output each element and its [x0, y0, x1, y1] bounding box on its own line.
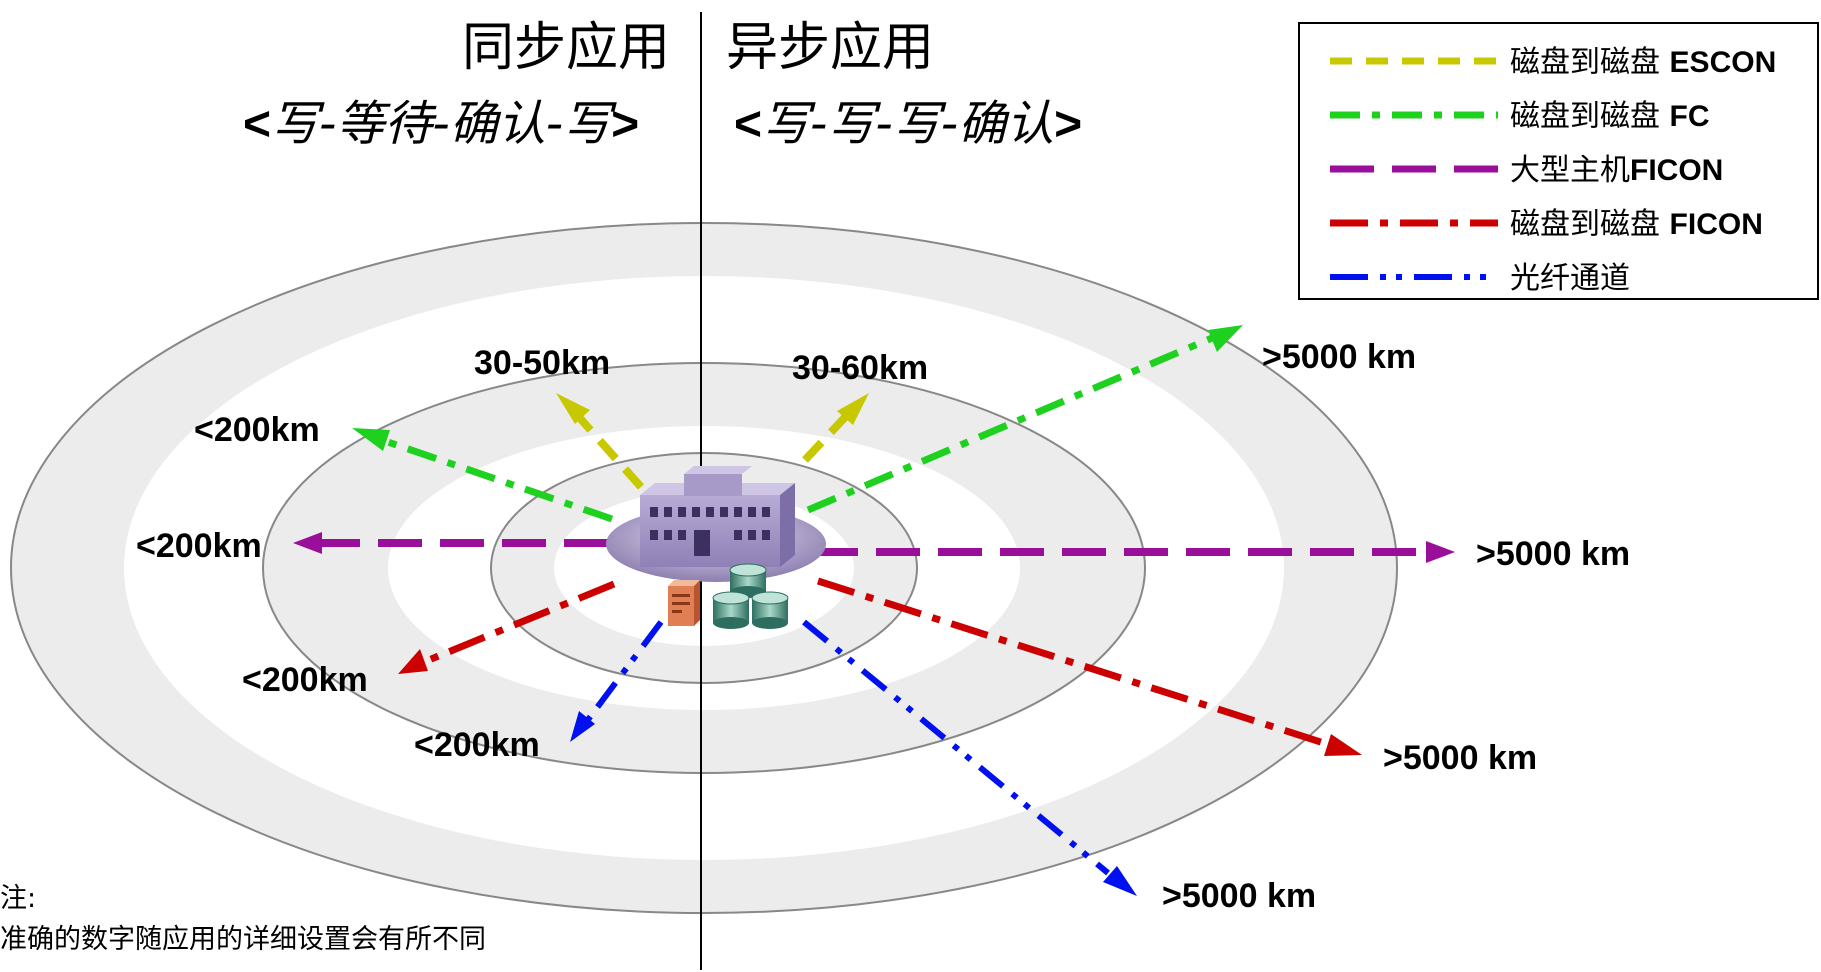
arrow-sync-fibre — [570, 620, 664, 742]
async-subtitle: <写-写-写-确认> — [734, 94, 1082, 155]
legend-item-ficon-mainframe: 大型主机FICON — [1300, 144, 1817, 194]
legend-swatch-dash-icon — [1330, 57, 1498, 65]
async-sub-part: 确认 — [958, 96, 1055, 152]
sync-title: 同步应用 — [462, 18, 671, 78]
async-title: 异步应用 — [726, 18, 935, 78]
arrow-async-ficon-disk — [816, 577, 1362, 756]
legend-label: 磁盘到磁盘 — [1510, 45, 1670, 80]
async-sub-part: - — [940, 96, 959, 152]
async-sub-part: 写 — [892, 96, 941, 152]
legend-swatch-dashdot-icon — [1330, 111, 1498, 119]
arrow-async-fibre — [802, 619, 1137, 896]
distance-label-sync-fc: <200km — [194, 411, 320, 449]
legend-item-fc: 磁盘到磁盘 FC — [1300, 90, 1817, 140]
legend-label-en: FICON — [1669, 208, 1763, 241]
legend-label: 磁盘到磁盘 — [1510, 99, 1670, 134]
sync-sub-part: 写 — [563, 96, 612, 152]
distance-label-sync-escon: 30-50km — [474, 344, 611, 382]
legend-label-en: ESCON — [1669, 46, 1777, 79]
sync-sub-part: 等待 — [336, 96, 433, 152]
arrow-sync-escon — [556, 393, 644, 490]
distance-label-sync-ficon-mainframe: <200km — [136, 527, 262, 565]
arrows — [293, 325, 1455, 896]
sync-sub-part: 确认 — [449, 96, 546, 152]
arrow-sync-ficon-mainframe — [293, 532, 608, 554]
async-sub-part: - — [810, 96, 828, 152]
legend-item-ficon-disk: 磁盘到磁盘 FICON — [1300, 198, 1817, 248]
distance-label-async-fc: >5000 km — [1262, 338, 1417, 376]
database-icon — [712, 563, 789, 629]
arrow-async-ficon-mainframe — [814, 541, 1455, 563]
distance-label-async-ficon-disk: >5000 km — [1383, 739, 1538, 777]
async-sub-part: - — [875, 96, 893, 152]
distance-label-async-escon: 30-60km — [792, 349, 929, 387]
distance-label-sync-fibre: <200km — [414, 726, 540, 764]
distance-label-async-fibre: >5000 km — [1162, 877, 1317, 915]
legend-label-en: FICON — [1630, 154, 1724, 187]
legend-swatch-longdash-icon — [1330, 165, 1498, 173]
sync-sub-part: 写 — [271, 96, 320, 152]
sync-sub-part: - — [319, 96, 337, 152]
legend-item-escon: 磁盘到磁盘 ESCON — [1300, 36, 1817, 86]
async-sub-close: > — [1054, 98, 1083, 151]
legend-label: 磁盘到磁盘 — [1510, 207, 1670, 242]
async-sub-open: < — [734, 98, 763, 151]
distance-label-async-ficon-mainframe: >5000 km — [1476, 535, 1631, 573]
arrow-async-fc — [806, 325, 1243, 514]
sync-sub-part: - — [545, 96, 564, 152]
legend-label: 大型主机 — [1510, 153, 1630, 188]
building-icon — [606, 466, 826, 582]
sync-sub-close: > — [611, 98, 640, 151]
legend-label-en: FC — [1669, 100, 1710, 133]
arrow-sync-ficon-disk — [398, 580, 616, 674]
legend-swatch-dashdotdot-icon — [1330, 274, 1498, 280]
async-sub-part: 写 — [762, 96, 811, 152]
sync-sub-part: - — [432, 96, 450, 152]
legend-item-fibre-channel: 光纤通道 — [1300, 252, 1817, 302]
async-sub-part: 写 — [827, 96, 876, 152]
note-text: 准确的数字随应用的详细设置会有所不同 — [0, 924, 486, 955]
arrow-async-escon — [802, 393, 869, 463]
note-title: 注: — [0, 883, 37, 914]
legend-swatch-longdashdot-icon — [1330, 219, 1498, 227]
sync-subtitle: <写-等待-确认-写> — [243, 94, 639, 155]
sync-sub-open: < — [243, 98, 272, 151]
legend: 磁盘到磁盘 ESCON 磁盘到磁盘 FC 大型主机FICON 磁盘到磁盘 FIC… — [1298, 22, 1819, 300]
legend-label: 光纤通道 — [1510, 261, 1630, 296]
arrow-sync-fc — [352, 428, 614, 523]
distance-label-sync-ficon-disk: <200km — [242, 661, 368, 699]
server-icon — [668, 580, 700, 626]
